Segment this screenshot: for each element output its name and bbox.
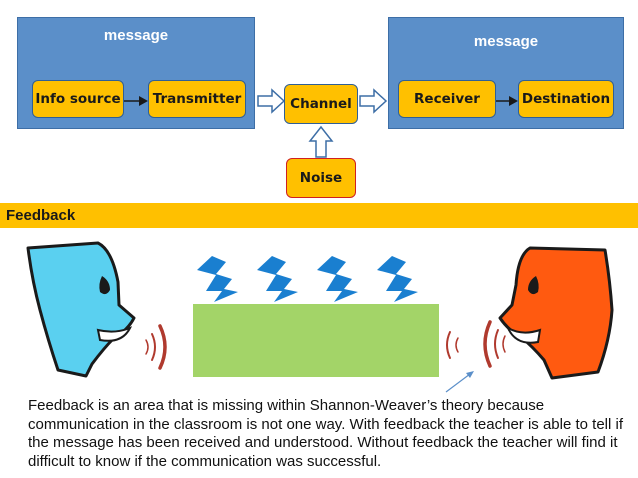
right-head-illustration bbox=[498, 246, 614, 380]
receiver-panel-title: message bbox=[473, 33, 539, 50]
lightning-bolt-icon bbox=[377, 256, 418, 302]
lightning-bolt-icon bbox=[197, 256, 238, 302]
sender-panel-title: message bbox=[103, 27, 169, 44]
node-channel: Channel bbox=[284, 84, 358, 124]
lightning-bolts bbox=[197, 256, 418, 302]
node-info-source: Info source bbox=[32, 80, 124, 118]
pointer-arrow-icon bbox=[445, 371, 474, 393]
arrow-info-to-transmitter bbox=[124, 96, 148, 106]
right-sound-waves-icon bbox=[446, 320, 506, 368]
left-head-eye bbox=[99, 276, 110, 295]
feedback-heading: Feedback bbox=[0, 203, 638, 228]
left-head-illustration bbox=[26, 241, 136, 378]
arrow-receiver-to-destination bbox=[496, 96, 518, 106]
arrow-channel-to-receiver bbox=[359, 88, 388, 114]
left-sound-waves-icon bbox=[145, 324, 167, 370]
right-head-mouth bbox=[505, 325, 542, 344]
node-destination: Destination bbox=[518, 80, 614, 118]
node-noise: Noise bbox=[286, 158, 356, 198]
barrier-block bbox=[193, 304, 439, 377]
node-receiver: Receiver bbox=[398, 80, 496, 118]
right-head-eye bbox=[528, 276, 539, 295]
arrow-transmitter-to-channel bbox=[257, 88, 286, 114]
left-head-mouth bbox=[96, 326, 133, 342]
arrow-noise-to-channel bbox=[308, 125, 334, 158]
feedback-caption: Feedback is an area that is missing with… bbox=[28, 397, 624, 470]
lightning-bolt-icon bbox=[317, 256, 358, 302]
lightning-bolt-icon bbox=[257, 256, 298, 302]
node-transmitter: Transmitter bbox=[148, 80, 246, 118]
